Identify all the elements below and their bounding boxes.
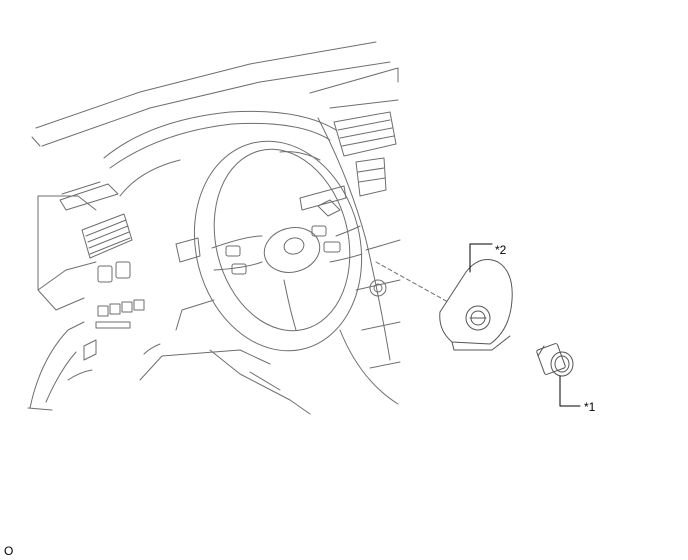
lower-column-cover [139, 299, 311, 415]
callout-label-part-2: *2 [495, 243, 507, 257]
right-air-vent [333, 111, 397, 197]
callout-label-part-1: *1 [584, 400, 596, 414]
left-switch-cluster [83, 261, 145, 361]
illustration-code: O [4, 544, 14, 558]
console-knob [369, 279, 387, 297]
part-2-steering-cover [439, 259, 513, 351]
part-1-switch [536, 343, 574, 377]
left-air-vent [81, 213, 133, 259]
instrument-hood [103, 110, 337, 197]
windshield-lines [31, 41, 399, 147]
center-console [317, 99, 401, 405]
leader-line-dashed [375, 261, 449, 303]
horn-pad [263, 227, 321, 273]
steering-wheel [175, 140, 363, 352]
callout-leaders [469, 243, 581, 407]
left-dash-panel [37, 181, 119, 311]
lower-left-dash [27, 321, 93, 411]
